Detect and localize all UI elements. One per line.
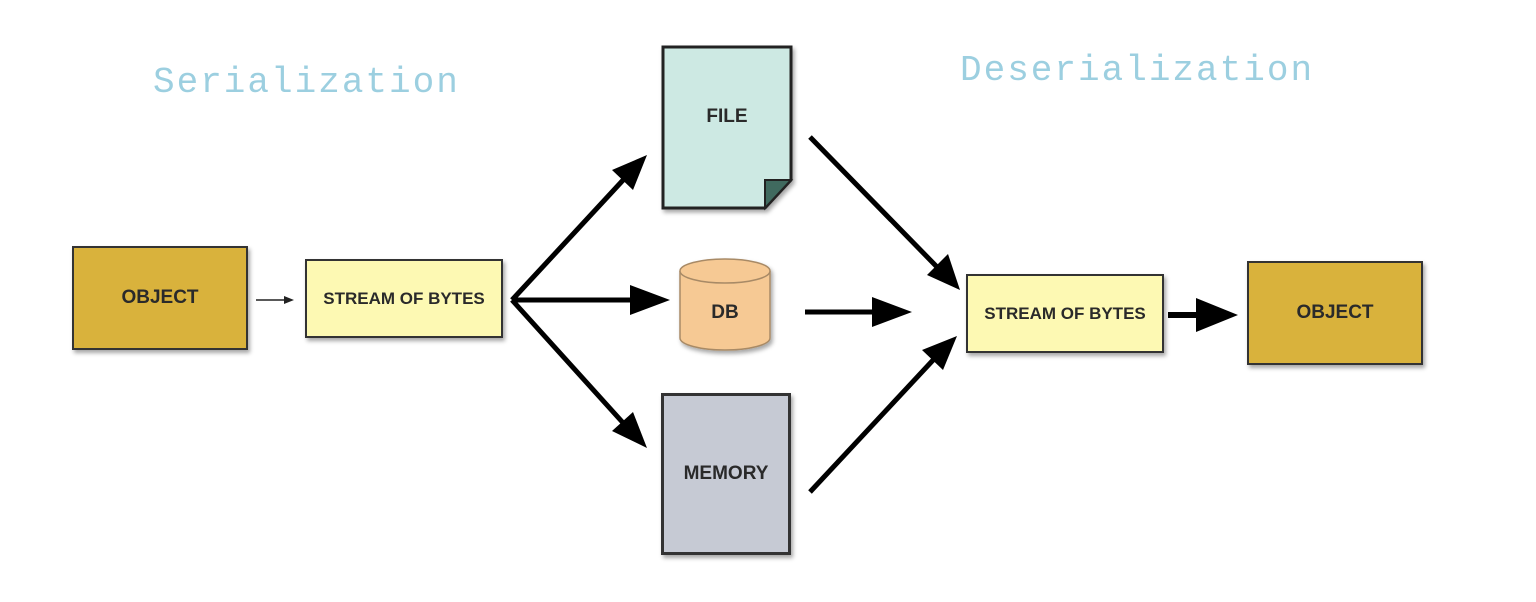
file-icon — [661, 45, 794, 211]
db-cylinder-icon — [679, 258, 771, 351]
arrow-stream-to-file — [510, 155, 647, 302]
db-label: DB — [711, 302, 739, 323]
source-stream-box: STREAM OF BYTES — [305, 259, 503, 338]
arrow-stream-to-memory — [510, 298, 647, 448]
arrow-db-to-stream — [805, 297, 912, 327]
target-object-label: OBJECT — [1296, 302, 1374, 323]
deserialization-title: Deserialization — [960, 50, 1315, 91]
target-object-box: OBJECT — [1247, 261, 1423, 365]
target-stream-label: STREAM OF BYTES — [984, 303, 1146, 323]
source-object-label: OBJECT — [121, 287, 199, 308]
arrow-memory-to-stream — [808, 336, 957, 494]
arrow-stream-to-object — [1168, 298, 1238, 332]
memory-label: MEMORY — [683, 463, 769, 484]
arrow-stream-to-db — [512, 285, 670, 315]
serialization-title: Serialization — [153, 62, 460, 103]
target-stream-box: STREAM OF BYTES — [966, 274, 1164, 353]
arrow-object-to-stream — [256, 296, 294, 304]
source-object-box: OBJECT — [72, 246, 248, 350]
file-label: FILE — [706, 106, 748, 127]
memory-box: MEMORY — [661, 393, 791, 555]
arrow-file-to-stream — [808, 135, 960, 290]
source-stream-label: STREAM OF BYTES — [323, 288, 485, 308]
